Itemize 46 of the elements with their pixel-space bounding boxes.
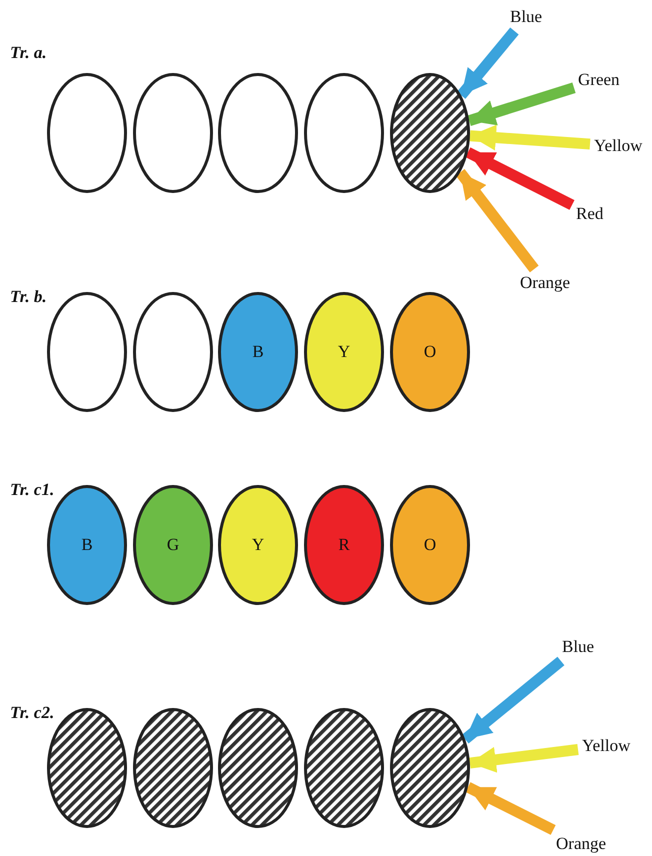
color-name: Yellow [594,136,642,156]
ellipse-letter: B [81,535,93,555]
hatched-ellipse [390,73,470,193]
color-name: Yellow [582,736,630,756]
empty-ellipse [47,292,127,412]
arrow [469,744,579,773]
color-name: Red [576,204,604,224]
ellipse-letter: Y [252,535,264,555]
arrow [465,147,574,210]
empty-ellipse [133,292,213,412]
hatched-ellipse [390,708,470,828]
empty-ellipse [133,73,213,193]
ellipse-letter: Y [338,342,350,362]
ellipse-letter: B [252,342,264,362]
color-name: Orange [556,834,606,854]
color-name: Green [578,70,620,90]
ellipse-letter: O [424,342,436,362]
row-heading: Tr. c1. [10,480,54,500]
arrow [470,124,590,151]
row-heading: Tr. a. [10,43,47,63]
empty-ellipse [304,73,384,193]
colored-ellipse [304,485,384,605]
arrow [456,28,519,99]
arrow [456,169,539,272]
colored-ellipse [304,292,384,412]
empty-ellipse [47,73,127,193]
row-heading: Tr. c2. [10,703,54,723]
row-heading: Tr. b. [10,287,47,307]
color-name: Orange [520,273,570,293]
empty-ellipse [218,73,298,193]
color-name: Blue [510,7,542,27]
colored-ellipse [218,292,298,412]
colored-ellipse [390,292,470,412]
arrow [465,782,556,835]
colored-ellipse [133,485,213,605]
ellipse-letter: R [338,535,350,555]
arrow [462,656,564,744]
hatched-ellipse [218,708,298,828]
hatched-ellipse [304,708,384,828]
arrow [468,82,576,126]
colored-ellipse [390,485,470,605]
color-name: Blue [562,637,594,657]
ellipse-letter: G [166,535,180,555]
hatched-ellipse [133,708,213,828]
colored-ellipse [218,485,298,605]
ellipse-letter: O [424,535,436,555]
